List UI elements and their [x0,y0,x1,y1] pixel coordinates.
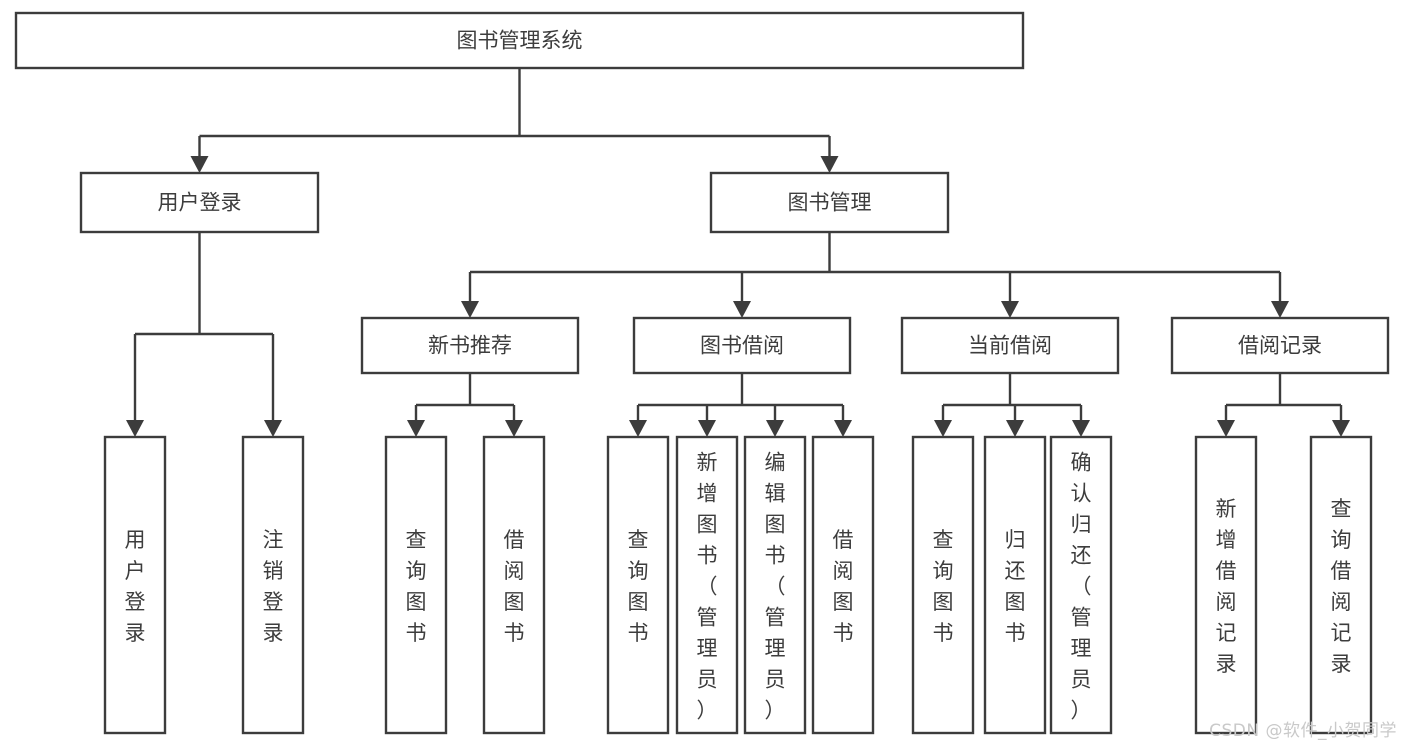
node-box [983,435,1047,735]
node-label: 查询图书 [933,528,954,645]
connector-current [934,373,1090,437]
node-label: 查询图书 [628,528,649,645]
arrow-head-icon [934,420,952,437]
arrow-head-icon [126,420,144,437]
node-leaf8[interactable]: 借阅图书 [811,435,875,735]
node-leaf10[interactable]: 归还图书 [983,435,1047,735]
node-leaf6[interactable]: 新增图书（管理员） [675,435,739,735]
arrow-head-icon [1072,420,1090,437]
node-borrow[interactable]: 图书借阅 [632,316,852,375]
node-leaf9[interactable]: 查询图书 [911,435,975,735]
node-leaf13[interactable]: 查询借阅记录 [1309,435,1373,735]
node-label: 查询借阅记录 [1331,497,1352,676]
node-leaf2[interactable]: 注销登录 [241,435,305,735]
node-box [675,435,739,735]
node-label: 图书管理系统 [457,29,583,53]
node-leaf12[interactable]: 新增借阅记录 [1194,435,1258,735]
arrow-head-icon [820,156,839,173]
node-label: 确认归还（管理员） [1071,451,1092,723]
arrow-head-icon [190,156,209,173]
node-leaf5[interactable]: 查询图书 [606,435,670,735]
arrow-head-icon [1332,420,1350,437]
arrow-head-icon [834,420,852,437]
node-box [103,435,167,735]
arrow-head-icon [698,420,716,437]
node-box [1049,435,1113,735]
node-label: 借阅图书 [504,528,525,645]
connector-borrow [629,373,852,437]
arrow-head-icon [407,420,425,437]
node-current[interactable]: 当前借阅 [900,316,1120,375]
connector-layer [126,68,1350,437]
node-box [360,316,580,375]
node-label: 借阅图书 [833,528,854,645]
arrow-head-icon [766,420,784,437]
node-box [1194,435,1258,735]
arrow-head-icon [1001,301,1019,318]
node-label: 当前借阅 [968,334,1052,358]
connector-newbook [407,373,523,437]
node-label: 用户登录 [158,191,242,215]
node-root[interactable]: 图书管理系统 [14,11,1025,70]
node-label: 编辑图书（管理员） [765,451,786,723]
node-label: 注销登录 [263,528,284,645]
node-box [606,435,670,735]
node-label: 新增借阅记录 [1216,497,1237,676]
node-label: 借阅记录 [1238,334,1322,358]
connector-login [126,232,282,437]
node-layer: 图书管理系统用户登录图书管理新书推荐图书借阅当前借阅借阅记录用户登录注销登录查询… [14,11,1390,735]
arrow-head-icon [264,420,282,437]
node-leaf11[interactable]: 确认归还（管理员） [1049,435,1113,735]
arrow-head-icon [1006,420,1024,437]
node-box [709,171,950,234]
node-box [241,435,305,735]
arrow-head-icon [505,420,523,437]
node-leaf7[interactable]: 编辑图书（管理员） [743,435,807,735]
arrow-head-icon [1271,301,1289,318]
node-label: 查询图书 [406,528,427,645]
node-leaf4[interactable]: 借阅图书 [482,435,546,735]
arrow-head-icon [629,420,647,437]
node-box [900,316,1120,375]
connector-bookmgmt [461,232,1289,318]
node-label: 新书推荐 [428,334,512,358]
node-box [1170,316,1390,375]
node-bookmgmt[interactable]: 图书管理 [709,171,950,234]
node-box [14,11,1025,70]
node-box [743,435,807,735]
watermark-text: CSDN @软件_小贺同学 [1209,721,1397,741]
arrow-head-icon [1217,420,1235,437]
node-records[interactable]: 借阅记录 [1170,316,1390,375]
node-leaf1[interactable]: 用户登录 [103,435,167,735]
node-box [79,171,320,234]
arrow-head-icon [733,301,751,318]
node-label: 图书借阅 [700,334,784,358]
arrow-head-icon [461,301,479,318]
connector-root [190,68,839,173]
node-box [811,435,875,735]
node-login[interactable]: 用户登录 [79,171,320,234]
node-box [384,435,448,735]
connector-records [1217,373,1350,437]
node-label: 图书管理 [788,191,872,215]
node-box [1309,435,1373,735]
node-newbook[interactable]: 新书推荐 [360,316,580,375]
node-label: 归还图书 [1005,528,1026,645]
node-box [632,316,852,375]
node-label: 用户登录 [125,528,146,645]
node-box [482,435,546,735]
node-box [911,435,975,735]
node-leaf3[interactable]: 查询图书 [384,435,448,735]
node-label: 新增图书（管理员） [697,451,718,723]
